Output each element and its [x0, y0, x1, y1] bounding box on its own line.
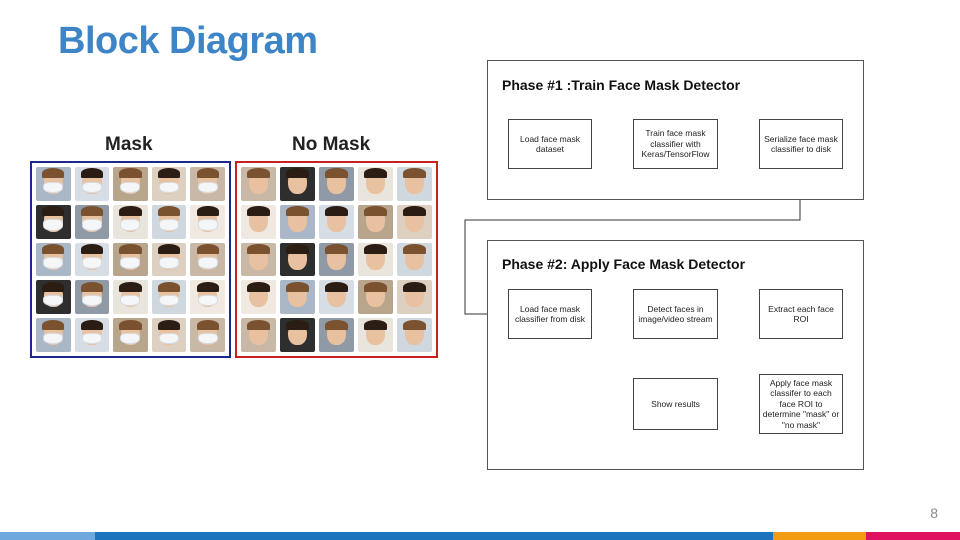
unmasked-face-photo	[319, 280, 354, 315]
unmasked-face-photo	[397, 167, 432, 201]
masked-face-photo	[151, 167, 187, 201]
no-mask-label: No Mask	[292, 134, 371, 155]
masked-face-photo	[36, 242, 71, 277]
masked-face-photo	[151, 204, 187, 239]
unmasked-face-photo	[241, 318, 276, 352]
masked-face-photo	[36, 280, 71, 315]
unmasked-face-photo	[241, 280, 276, 315]
masked-face-photo	[190, 280, 225, 315]
masked-face-photo	[113, 167, 148, 201]
phase2-box: Phase #2: Apply Face Mask Detector	[487, 240, 864, 470]
p1-load-dataset-node: Load face mask dataset	[508, 119, 592, 169]
unmasked-face-photo	[319, 242, 354, 277]
unmasked-face-photo	[358, 242, 393, 277]
masked-face-photo	[74, 242, 110, 277]
no-mask-photo-grid	[235, 161, 438, 358]
masked-face-photo	[151, 318, 187, 352]
unmasked-face-photo	[319, 167, 354, 201]
slide-title: Block Diagram	[58, 20, 318, 62]
unmasked-face-photo	[397, 242, 432, 277]
masked-face-photo	[151, 280, 187, 315]
masked-face-photo	[36, 318, 71, 352]
footer-bar-segment-4	[866, 532, 960, 540]
unmasked-face-photo	[241, 167, 276, 201]
phase1-title: Phase #1 :Train Face Mask Detector	[502, 77, 741, 93]
mask-label: Mask	[105, 134, 153, 155]
masked-face-photo	[190, 242, 225, 277]
p2-show-results-node: Show results	[633, 378, 718, 430]
p2-detect-faces-node: Detect faces in image/video stream	[633, 289, 718, 339]
masked-face-photo	[113, 280, 148, 315]
masked-face-photo	[151, 242, 187, 277]
unmasked-face-photo	[397, 280, 432, 315]
masked-face-photo	[190, 204, 225, 239]
p1-train-classifier-node: Train face mask classifier with Keras/Te…	[633, 119, 718, 169]
p1-serialize-classifier-node: Serialize face mask classifier to disk	[759, 119, 843, 169]
footer-bar-segment-3	[773, 532, 866, 540]
unmasked-face-photo	[241, 204, 276, 239]
masked-face-photo	[190, 167, 225, 201]
unmasked-face-photo	[397, 204, 432, 239]
p2-load-classifier-node: Load face mask classifier from disk	[508, 289, 592, 339]
unmasked-face-photo	[358, 204, 393, 239]
masked-face-photo	[36, 167, 71, 201]
masked-face-photo	[74, 318, 110, 352]
p2-apply-classifier-node: Apply face mask classifer to each face R…	[759, 374, 843, 434]
masked-face-photo	[74, 280, 110, 315]
masked-face-photo	[113, 242, 148, 277]
unmasked-face-photo	[280, 204, 315, 239]
unmasked-face-photo	[280, 167, 315, 201]
masked-face-photo	[74, 204, 110, 239]
masked-face-photo	[190, 318, 225, 352]
unmasked-face-photo	[280, 242, 315, 277]
page-number: 8	[930, 505, 938, 521]
footer-bar-segment-1	[0, 532, 95, 540]
unmasked-face-photo	[319, 318, 354, 352]
unmasked-face-photo	[358, 280, 393, 315]
unmasked-face-photo	[358, 167, 393, 201]
masked-face-photo	[113, 204, 148, 239]
unmasked-face-photo	[319, 204, 354, 239]
phase2-title: Phase #2: Apply Face Mask Detector	[502, 256, 746, 272]
unmasked-face-photo	[358, 318, 393, 352]
mask-photo-grid	[30, 161, 231, 358]
unmasked-face-photo	[241, 242, 276, 277]
masked-face-photo	[36, 204, 71, 239]
unmasked-face-photo	[280, 280, 315, 315]
unmasked-face-photo	[280, 318, 315, 352]
masked-face-photo	[74, 167, 110, 201]
masked-face-photo	[113, 318, 148, 352]
footer-bar-segment-2	[95, 532, 773, 540]
arrow-phase1-to-phase2	[464, 170, 801, 318]
unmasked-face-photo	[397, 318, 432, 352]
p2-extract-roi-node: Extract each face ROI	[759, 289, 843, 339]
